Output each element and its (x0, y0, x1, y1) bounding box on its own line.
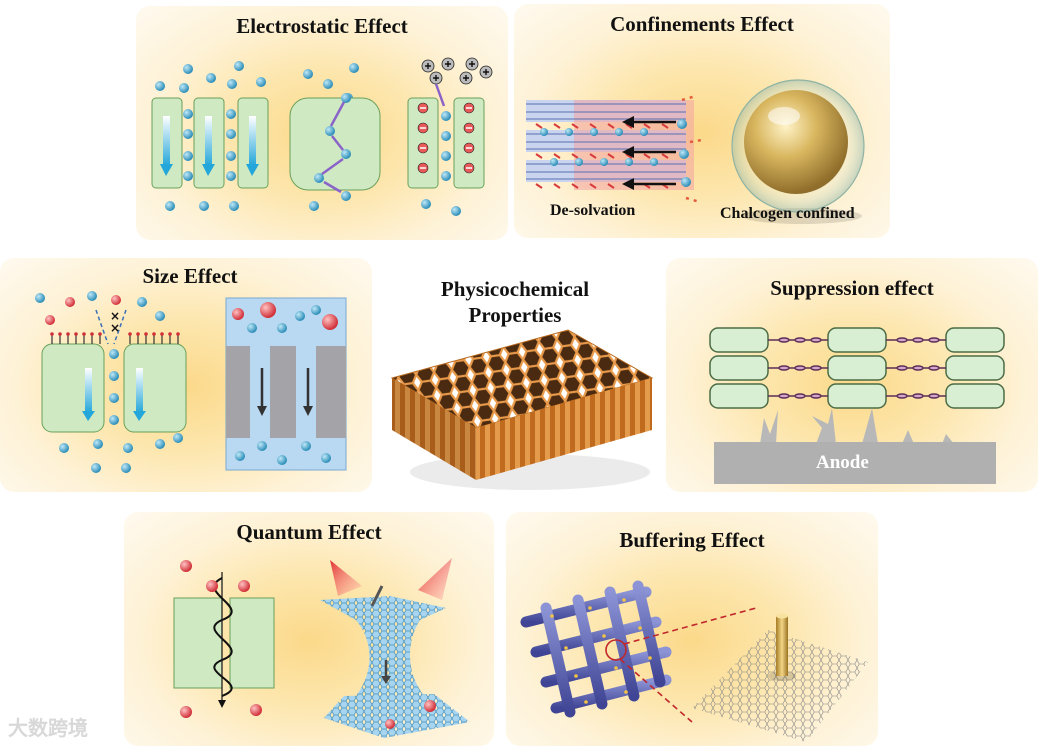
quantum-panel: Quantum Effect (124, 512, 494, 746)
suppression-panel: Suppression effect Anode (666, 258, 1038, 492)
watermark: 大数跨境 (8, 712, 88, 741)
size-illustration: ×× (0, 258, 372, 492)
buffering-panel: Buffering Effect (506, 512, 878, 746)
confinement-panel: Confinements Effect (514, 4, 890, 238)
electrostatic-panel: Electrostatic Effect (136, 6, 508, 240)
center-title: Physicochemical Properties (420, 276, 610, 328)
quantum-illustration (124, 512, 494, 746)
electrostatic-illustration (136, 6, 508, 240)
buffering-illustration (506, 512, 878, 746)
svg-text:×: × (110, 321, 120, 335)
anode-label: Anode (816, 452, 869, 474)
size-panel: Size Effect ×× (0, 258, 372, 492)
chalcogen-confined-label: Chalcogen confined (720, 205, 855, 223)
desolvation-label: De-solvation (550, 202, 635, 220)
